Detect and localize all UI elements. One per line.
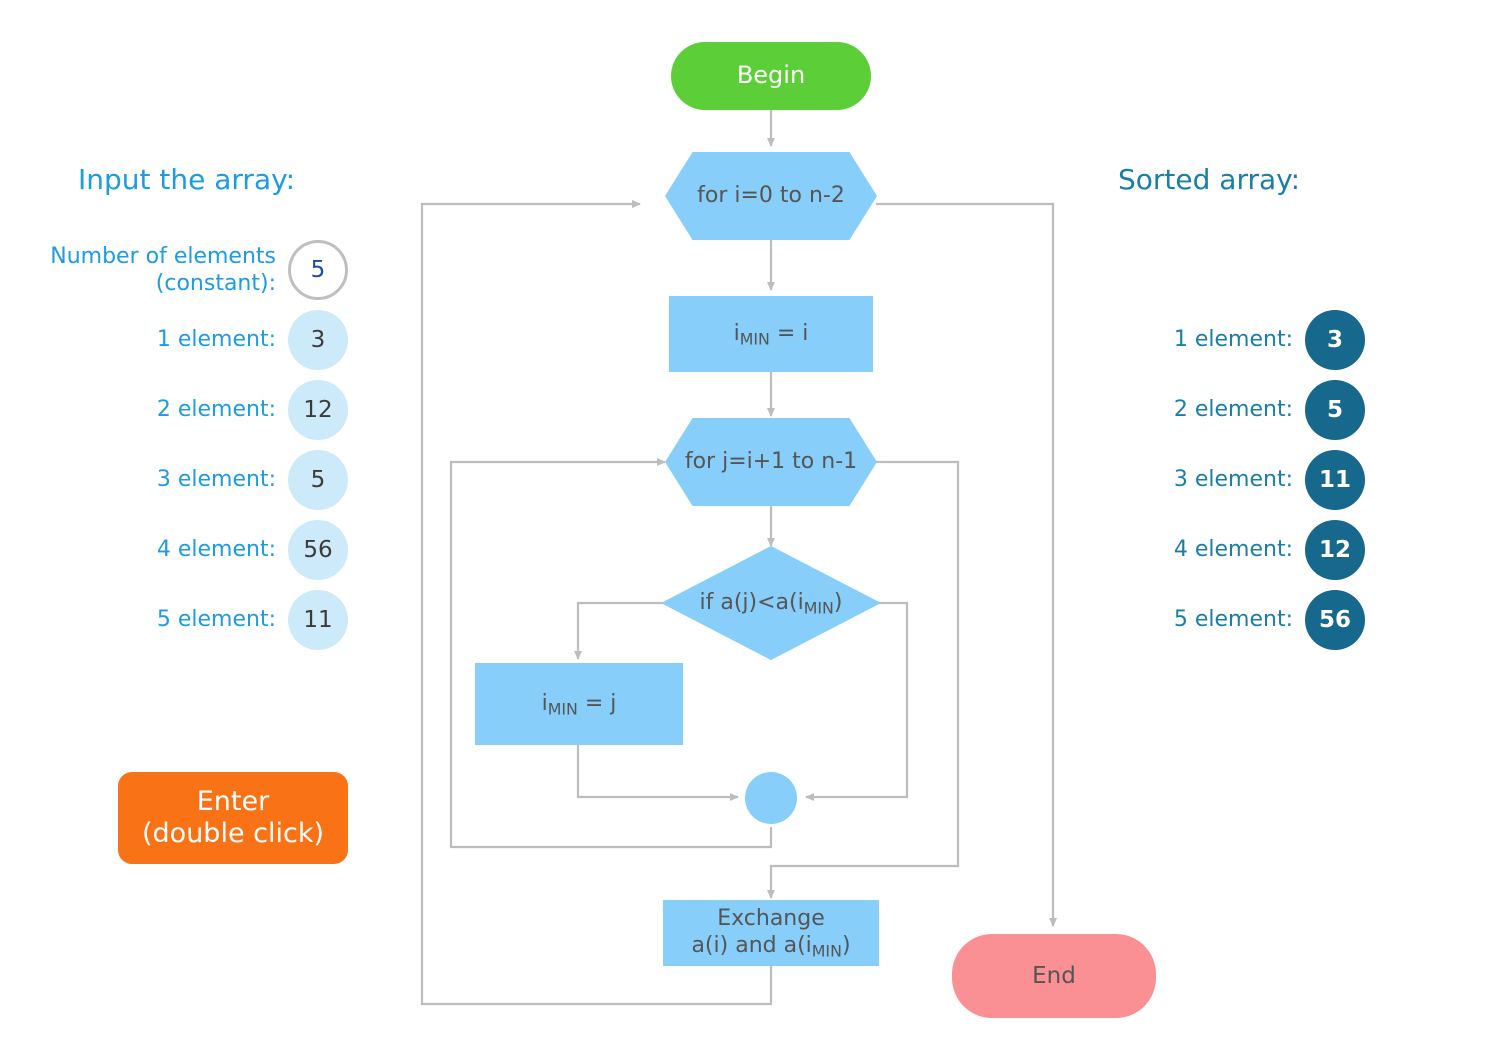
- sorted-row-3-value: 11: [1305, 450, 1365, 510]
- enter-button-line2: (double click): [142, 818, 324, 849]
- input-row-2: 2 element: 12: [48, 380, 348, 440]
- input-constant-value[interactable]: 5: [288, 240, 348, 300]
- enter-button-line1: Enter: [196, 786, 270, 818]
- sorted-row-3-label: 3 element:: [1173, 467, 1293, 493]
- node-assign-imin-i[interactable]: iMIN = i: [669, 296, 873, 372]
- node-loop-j[interactable]: for j=i+1 to n-1: [665, 418, 877, 506]
- node-loop-i[interactable]: for i=0 to n-2: [665, 152, 877, 240]
- wire-decision-true-to-assignj: [574, 601, 667, 660]
- node-begin[interactable]: Begin: [671, 42, 871, 110]
- input-row-1: 1 element: 3: [48, 310, 348, 370]
- node-exchange-line2: a(i) and a(iMIN): [691, 933, 851, 961]
- node-end-label: End: [1032, 962, 1076, 989]
- sorted-row-1-value: 3: [1305, 310, 1365, 370]
- node-assign-imin-i-label: iMIN = i: [733, 320, 809, 348]
- input-row-4: 4 element: 56: [48, 520, 348, 580]
- input-array-title: Input the array:: [78, 163, 296, 196]
- sorted-row-4-value: 12: [1305, 520, 1365, 580]
- input-row-5: 5 element: 11: [48, 590, 348, 650]
- wire-junction-loopback-to-loopj: [449, 458, 773, 849]
- node-exchange[interactable]: Exchange a(i) and a(iMIN): [663, 900, 879, 966]
- sorted-row-1: 1 element: 3: [1065, 310, 1365, 370]
- sorted-row-3: 3 element: 11: [1065, 450, 1365, 510]
- node-end[interactable]: End: [952, 934, 1156, 1018]
- node-assign-imin-j-label: iMIN = j: [541, 690, 617, 718]
- input-row-3: 3 element: 5: [48, 450, 348, 510]
- node-condition-label: if a(j)<a(iMIN): [699, 589, 843, 617]
- input-row-3-label: 3 element:: [156, 467, 276, 493]
- input-row-4-value[interactable]: 56: [288, 520, 348, 580]
- node-assign-imin-j[interactable]: iMIN = j: [475, 663, 683, 745]
- enter-button[interactable]: Enter (double click): [118, 772, 348, 864]
- input-row-4-label: 4 element:: [156, 537, 276, 563]
- wire-loopi-exit-to-end: [876, 202, 1057, 927]
- node-merge-junction[interactable]: [745, 772, 797, 824]
- sorted-row-2-label: 2 element:: [1173, 397, 1293, 423]
- input-row-constant: Number of elements (constant): 5: [48, 240, 348, 300]
- input-constant-label: Number of elements (constant):: [50, 243, 276, 297]
- input-row-1-value[interactable]: 3: [288, 310, 348, 370]
- input-row-5-value[interactable]: 11: [288, 590, 348, 650]
- input-row-2-label: 2 element:: [156, 397, 276, 423]
- input-row-2-value[interactable]: 12: [288, 380, 348, 440]
- sorted-row-4-label: 4 element:: [1173, 537, 1293, 563]
- input-row-1-label: 1 element:: [156, 327, 276, 353]
- input-row-3-value[interactable]: 5: [288, 450, 348, 510]
- wire-assignj-to-junction: [576, 744, 739, 801]
- node-loop-i-label: for i=0 to n-2: [697, 182, 845, 208]
- sorted-row-4: 4 element: 12: [1065, 520, 1365, 580]
- node-condition[interactable]: if a(j)<a(iMIN): [661, 546, 881, 660]
- node-begin-label: Begin: [736, 61, 806, 90]
- sorted-array-title: Sorted array:: [1118, 163, 1301, 196]
- sorted-row-1-label: 1 element:: [1173, 327, 1293, 353]
- node-exchange-line1: Exchange: [717, 906, 825, 932]
- sorted-row-2-value: 5: [1305, 380, 1365, 440]
- sorted-row-2: 2 element: 5: [1065, 380, 1365, 440]
- sorted-row-5: 5 element: 56: [1065, 590, 1365, 650]
- input-row-5-label: 5 element:: [156, 607, 276, 633]
- sorted-row-5-label: 5 element:: [1173, 607, 1293, 633]
- sorted-row-5-value: 56: [1305, 590, 1365, 650]
- node-loop-j-label: for j=i+1 to n-1: [684, 448, 858, 474]
- wire-loopj-exit-to-exchange: [767, 460, 960, 899]
